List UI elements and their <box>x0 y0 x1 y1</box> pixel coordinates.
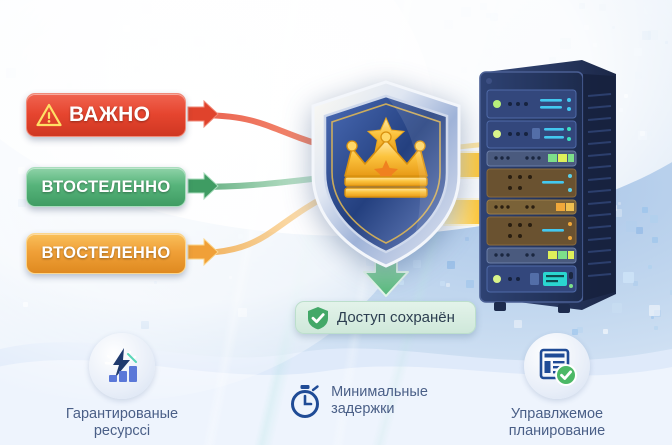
warning-triangle-icon <box>36 103 62 127</box>
crown-icon <box>344 131 428 198</box>
server-unit <box>486 216 577 246</box>
server-unit <box>486 265 577 293</box>
pixel-tile <box>602 328 608 334</box>
feature-planning: Управлжемое планирование <box>462 333 652 440</box>
feature-planning-label: Управлжемое планирование <box>462 406 652 440</box>
pixel-tile <box>669 289 672 295</box>
pixel-tile <box>617 202 621 206</box>
pixel-tile <box>572 329 579 335</box>
pixel-tile <box>653 310 661 318</box>
shield-crown-badge <box>305 78 467 270</box>
feature-latency-line2: задержки <box>331 401 395 417</box>
server-unit <box>486 150 577 167</box>
feature-resources-label: Гарантированые ресурссі <box>27 406 217 440</box>
server-unit <box>486 168 577 198</box>
feature-resources: Гарантированые ресурссі <box>27 333 217 440</box>
pixel-tile <box>513 320 522 329</box>
pixel-tile <box>648 264 653 269</box>
pixel-tile <box>623 271 635 283</box>
pixel-tile <box>612 302 622 313</box>
pixel-tile <box>398 280 404 286</box>
pixel-tile <box>576 327 583 333</box>
status-badge-label: Доступ сохранён <box>337 309 455 326</box>
pixel-tile <box>465 280 474 288</box>
server-rack <box>470 58 618 316</box>
feature-latency-label: Минимальные задержки <box>331 384 428 418</box>
pixel-tile <box>649 305 661 317</box>
pixel-tile <box>446 282 451 287</box>
badge-arrow-red <box>187 99 219 129</box>
document-check-icon <box>524 333 590 399</box>
pixel-tile <box>650 315 654 319</box>
badge-secondary-orange[interactable]: ВТОСТЕЛЕННО <box>26 233 186 274</box>
badge-important[interactable]: ВАЖНО <box>26 93 186 137</box>
badge-arrow-orange <box>187 237 219 267</box>
shield-check-icon <box>308 306 328 329</box>
badge-secondary-green-label: ВТОСТЕЛЕННО <box>41 177 171 196</box>
status-badge-access-saved[interactable]: Доступ сохранён <box>295 301 476 334</box>
server-unit <box>486 199 577 215</box>
pixel-tile <box>651 236 658 243</box>
pixel-tile <box>653 325 658 330</box>
feature-planning-line1: Управлжемое <box>510 406 604 422</box>
pixel-tile <box>412 260 421 268</box>
pixel-tile <box>633 280 639 286</box>
badge-secondary-orange-label: ВТОСТЕЛЕННО <box>41 244 171 262</box>
pixel-tile <box>614 208 623 217</box>
server-unit <box>486 89 577 119</box>
lightning-bars-icon <box>89 333 155 399</box>
server-unit <box>486 120 577 149</box>
badge-important-label: ВАЖНО <box>69 103 151 126</box>
feature-resources-line1: Гарантированые <box>65 406 179 422</box>
feature-latency: Минимальные задержки <box>253 383 463 419</box>
pixel-tile <box>635 227 643 235</box>
pixel-tile <box>446 260 455 269</box>
server-unit <box>486 247 577 264</box>
feature-resources-line2: ресурссі <box>93 423 151 440</box>
pixel-tile <box>649 214 658 223</box>
feature-planning-line2: планирование <box>508 423 606 440</box>
pixel-tile <box>465 236 469 241</box>
pixel-tile <box>626 221 638 233</box>
feature-latency-line1: Минимальные <box>331 383 428 400</box>
pixel-tile <box>439 281 445 286</box>
badge-secondary-green[interactable]: ВТОСТЕЛЕННО <box>26 167 186 207</box>
stopwatch-icon <box>291 385 320 418</box>
badge-arrow-green <box>187 171 219 201</box>
pixel-tile <box>641 206 648 213</box>
